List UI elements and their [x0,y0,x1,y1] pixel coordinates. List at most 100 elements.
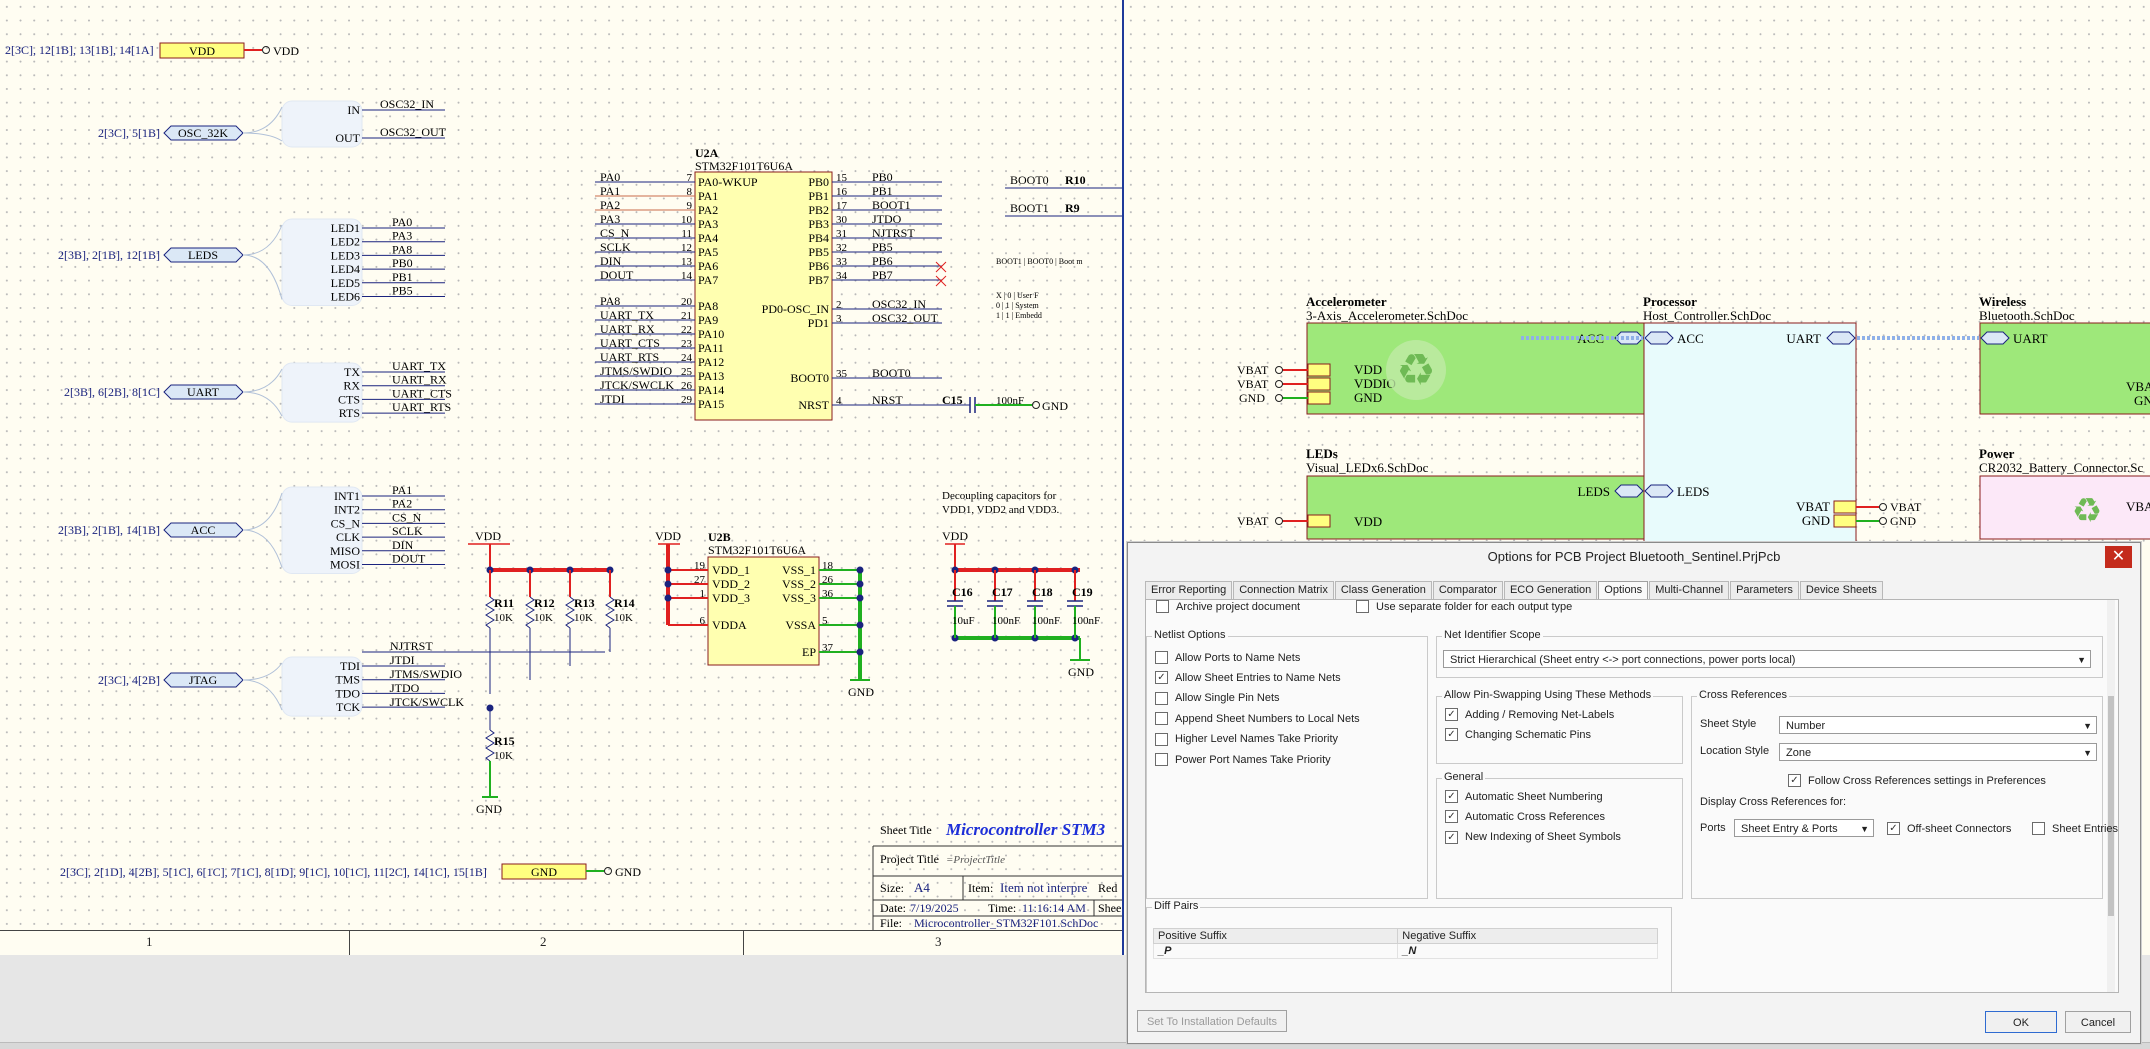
adding-removing-net-labels-option[interactable]: ✓Adding / Removing Net-Labels [1445,708,1614,721]
allow-single-pin-nets-checkbox[interactable] [1155,691,1168,705]
power-port-names-take-priority-option[interactable]: Power Port Names Take Priority [1155,753,1331,766]
pane-scrollbar[interactable] [2107,600,2115,992]
window-splitter[interactable] [1122,0,1124,960]
wireless-name: Wireless [1979,294,2026,309]
tab-parameters[interactable]: Parameters [1730,581,1799,599]
set-defaults-button[interactable]: Set To Installation Defaults [1137,1010,1287,1032]
tab-error-reporting[interactable]: Error Reporting [1145,581,1233,599]
archive-checkbox[interactable] [1156,600,1169,613]
port-jtag-crossref: 2[3C], 4[2B] [98,673,160,687]
c15-capacitor[interactable]: C15 100nF GND [832,393,1068,413]
port-vdd[interactable]: 2[3C], 12[1B], 13[1B], 14[1A] VDD VDD [5,42,299,59]
offsheet-checkbox[interactable]: ✓ [1887,822,1900,835]
dialog-title: Options for PCB Project Bluetooth_Sentin… [1128,543,2140,571]
u2a-left-net: UART_RTS [600,350,659,364]
tab-connection-matrix[interactable]: Connection Matrix [1233,581,1334,599]
negative-suffix-cell[interactable]: _N [1397,943,1658,959]
cancel-button[interactable]: Cancel [2065,1011,2131,1033]
port-acc-net: DOUT [392,552,426,566]
port-gnd[interactable]: 2[3C], 2[1D], 4[2B], 5[1C], 6[1C], 7[1C]… [60,863,641,880]
close-button[interactable]: ✕ [2105,546,2132,568]
higher-level-names-take-priority-option[interactable]: Higher Level Names Take Priority [1155,732,1338,746]
sheet-symbol-processor[interactable]: Processor Host_Controller.SchDoc ACC UAR… [1643,294,1922,545]
sheet-symbol-power[interactable]: Power CR2032_Battery_Connector.Sc ♻ VBA [1979,446,2150,540]
power-port-names-take-priority-checkbox[interactable] [1155,753,1168,766]
schematic-sheet-top-level[interactable]: Accelerometer 3-Axis_Accelerometer.SchDo… [1124,0,2150,545]
port-acc-crossref: 2[3B], 2[1B], 14[1B] [58,523,160,537]
allow-single-pin-nets-option[interactable]: Allow Single Pin Nets [1155,691,1280,705]
sheet-symbol-wireless[interactable]: Wireless Bluetooth.SchDoc UART VBA GN [1979,294,2150,415]
accelerometer-entry-vddio: VDDIO [1354,376,1396,391]
pane-scrollbar-thumb[interactable] [2108,696,2114,916]
follow-cross-refs-checkbox[interactable]: ✓ [1788,774,1801,787]
sheet-entries-checkbox[interactable] [2032,822,2045,835]
allow-ports-to-name-nets-checkbox[interactable] [1155,651,1168,664]
port-acc-pin: MOSI [330,558,360,572]
u2a-right-num: 34 [836,270,848,282]
sheet-style-select[interactable]: Number▼ [1779,716,2097,734]
higher-level-names-take-priority-checkbox[interactable] [1155,732,1168,746]
u2b-right-pin: VSS_3 [782,591,816,605]
tab-eco-generation[interactable]: ECO Generation [1503,581,1598,599]
changing-schematic-pins-option[interactable]: ✓Changing Schematic Pins [1445,728,1591,741]
u2a-left-num: 23 [681,338,693,350]
chevron-down-icon: ▼ [1860,824,1869,834]
project-options-dialog[interactable]: Options for PCB Project Bluetooth_Sentin… [1127,542,2141,1044]
u2b-left-pin: VDD_3 [712,591,750,605]
separate-folder-option[interactable]: Use separate folder for each output type [1356,600,1572,613]
automatic-sheet-numbering-checkbox[interactable]: ✓ [1445,790,1458,803]
net-scope-select[interactable]: Strict Hierarchical (Sheet entry <-> por… [1443,650,2091,668]
location-style-select[interactable]: Zone▼ [1779,743,2097,761]
automatic-cross-references-checkbox[interactable]: ✓ [1445,810,1458,824]
decoup-vdd-label: VDD [942,529,968,543]
schematic-canvas[interactable]: 2[3C], 12[1B], 13[1B], 14[1A] VDD VDD 2[… [0,0,1122,955]
pin-swap-group: Allow Pin-Swapping Using These Methods ✓… [1436,689,1683,764]
allow-sheet-entries-to-name-nets-option[interactable]: ✓Allow Sheet Entries to Name Nets [1155,671,1341,685]
top-level-canvas[interactable]: Accelerometer 3-Axis_Accelerometer.SchDo… [1124,0,2150,545]
allow-sheet-entries-to-name-nets-checkbox[interactable]: ✓ [1155,671,1168,685]
tab-comparator[interactable]: Comparator [1432,581,1503,599]
adding-removing-net-labels-checkbox[interactable]: ✓ [1445,708,1458,721]
append-sheet-numbers-to-local-nets-option[interactable]: Append Sheet Numbers to Local Nets [1155,712,1360,726]
archive-option[interactable]: Archive project document [1156,600,1300,613]
u2b-left-pin: VDD_1 [712,563,750,577]
r15-gnd-label: GND [476,802,502,816]
chevron-down-icon: ▼ [2083,721,2092,731]
automatic-cross-references-option[interactable]: ✓Automatic Cross References [1445,810,1605,824]
new-indexing-of-sheet-symbols-checkbox[interactable]: ✓ [1445,830,1458,844]
positive-suffix-cell[interactable]: _P [1152,943,1399,959]
separate-folder-checkbox[interactable] [1356,600,1369,613]
proc-power-gnd: GND [1890,514,1916,528]
diff-pairs-table[interactable]: Positive Suffix Negative Suffix _P _N [1152,928,1658,959]
allow-ports-to-name-nets-option[interactable]: Allow Ports to Name Nets [1155,651,1300,664]
changing-schematic-pins-checkbox[interactable]: ✓ [1445,728,1458,741]
new-indexing-of-sheet-symbols-option[interactable]: ✓New Indexing of Sheet Symbols [1445,830,1621,844]
sheet-symbol-leds[interactable]: LEDs Visual_LEDx6.SchDoc LEDS VDD VBAT [1237,446,1645,540]
options-pane[interactable]: Archive project document Use separate fo… [1145,599,2119,993]
port-uart-crossref: 2[3B], 6[2B], 8[1C] [64,385,160,399]
sheet-symbol-accelerometer[interactable]: Accelerometer 3-Axis_Accelerometer.SchDo… [1237,294,1645,415]
u2b-left-num: 19 [694,560,706,572]
tab-device-sheets[interactable]: Device Sheets [1799,581,1883,599]
offsheet-option[interactable]: ✓ Off-sheet Connectors [1887,822,2011,835]
follow-cross-refs-option[interactable]: ✓ Follow Cross References settings in Pr… [1788,774,2046,787]
ok-button[interactable]: OK [1985,1011,2057,1033]
zone-bar: 1 2 3 [0,930,1122,957]
tab-multi-channel[interactable]: Multi-Channel [1649,581,1730,599]
schematic-sheet-microcontroller[interactable]: 2[3C], 12[1B], 13[1B], 14[1A] VDD VDD 2[… [0,0,1122,955]
u2a-left-pin: PA8 [698,299,718,313]
follow-cross-refs-label: Follow Cross References settings in Pref… [1808,774,2046,787]
project-title: =ProjectTitle [946,854,1005,866]
net-scope-group: Net Identifier Scope Strict Hierarchical… [1436,629,2103,678]
tab-options[interactable]: Options [1598,581,1649,599]
resistor-zigzag [485,596,495,629]
ports-select[interactable]: Sheet Entry & Ports▼ [1734,819,1874,837]
tab-class-generation[interactable]: Class Generation [1334,581,1432,599]
table-row[interactable]: _P _N [1152,943,1658,959]
sheet-entries-option[interactable]: Sheet Entries [2032,822,2118,835]
automatic-sheet-numbering-option[interactable]: ✓Automatic Sheet Numbering [1445,790,1603,803]
append-sheet-numbers-to-local-nets-checkbox[interactable] [1155,712,1168,726]
